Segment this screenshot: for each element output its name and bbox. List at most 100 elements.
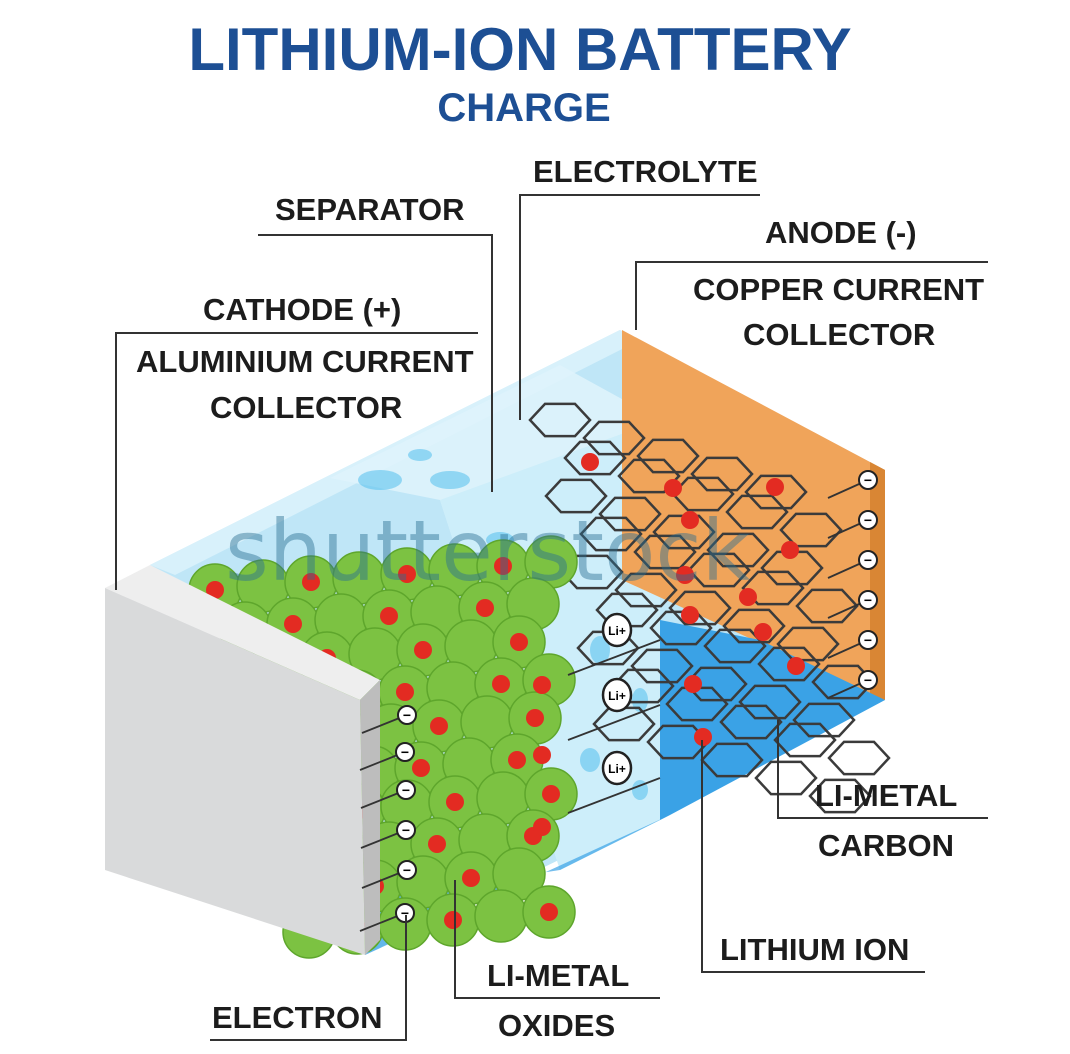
li-metal-carbon-leader [777,720,988,819]
diagram-subtitle: CHARGE [437,86,610,130]
svg-text:Li+: Li+ [608,689,626,703]
carbon-ring [668,590,732,626]
carbon-ring [722,608,786,644]
watermark: shutterstock [225,502,751,600]
lithium-atom [428,835,446,853]
electron: − [361,860,417,889]
electron: − [827,590,878,619]
lithium-atom [284,615,302,633]
svg-text:−: − [403,707,411,723]
carbon-ring [579,516,643,552]
svg-text:−: − [864,512,872,528]
carbon-ring [630,648,694,684]
carbon-ring [744,474,808,510]
carbon-ring [725,494,789,530]
lithium-ion-leader [701,740,925,973]
carbon-ring [544,478,608,514]
label-lithium-ion: LITHIUM ION [720,932,909,967]
carbon-ring [738,684,802,720]
carbon-ring [741,570,805,606]
carbon-ring [706,532,770,568]
svg-text:−: − [864,552,872,568]
label-aluminium-1: ALUMINIUM CURRENT [136,344,474,379]
electron: − [827,550,878,579]
lithium-atom [430,717,448,735]
carbon-ring [528,402,592,438]
carbon-ring [776,626,840,662]
svg-text:−: − [402,822,410,838]
carbon-ring [614,572,678,608]
pore [632,688,648,712]
lithium-atom [398,565,416,583]
label-anode: ANODE (-) [765,215,917,250]
diagram-title: LITHIUM-ION BATTERY [188,16,851,83]
svg-text:−: − [864,672,872,688]
electron: − [361,705,417,734]
electron: − [360,780,416,809]
anode-edge [870,462,885,700]
lithium-atom [446,793,464,811]
lithium-atom [540,903,558,921]
carbon-ring [646,724,710,760]
electrolyte-leader [519,194,760,420]
label-aluminium-2: COLLECTOR [210,390,402,425]
carbon-ring [773,722,837,758]
lithium-atom [508,751,526,769]
lithium-atom [781,541,799,559]
electron: − [359,742,415,771]
label-electron: ELECTRON [212,1000,383,1035]
carbon-ring [652,514,716,550]
pore [430,471,470,489]
lithium-atom [694,728,712,746]
svg-text:−: − [864,472,872,488]
lithium-atom [380,607,398,625]
svg-text:−: − [403,862,411,878]
aluminium-current-collector [105,588,365,955]
lithium-atom [581,453,599,471]
carbon-ring [808,778,872,814]
carbon-ring [811,664,875,700]
electron: − [827,670,878,699]
svg-text:Li+: Li+ [608,762,626,776]
lithium-ion-symbol: Li+ [567,750,661,814]
lithium-atom [766,478,784,496]
carbon-ring [595,592,659,628]
lithium-atom [492,675,510,693]
carbon-ring [795,588,859,624]
pore [358,470,402,490]
lithium-atom [681,606,699,624]
electron-leader [210,915,407,1041]
pore [590,636,610,664]
lithium-atom [542,785,560,803]
lithium-atom [510,633,528,651]
pore [408,449,432,461]
carbon-ring [563,440,627,476]
lithium-ion-symbol: Li+ [567,677,661,741]
lithium-atom [684,675,702,693]
electron: − [827,470,878,499]
carbon-ring [703,628,767,664]
svg-text:−: − [402,782,410,798]
electron: − [827,630,878,659]
lithium-atom [533,746,551,764]
lithium-atom [444,911,462,929]
carbon-ring [690,456,754,492]
carbon-ring [779,512,843,548]
separator-leader [258,234,493,492]
pore [580,748,600,772]
label-cathode: CATHODE (+) [203,292,401,327]
carbon-ring [582,420,646,456]
anode-leader [635,261,988,330]
lithium-ions: Li+ Li+ Li+ [567,612,661,814]
carbon-ring [665,686,729,722]
svg-text:−: − [401,905,409,921]
aluminium-collector-top [105,565,380,700]
lithium-atom [476,599,494,617]
lithium-atom [681,511,699,529]
lithium-atom [787,657,805,675]
cathode-leader [115,332,478,590]
lithium-ion-symbol: Li+ [567,612,661,676]
carbon-ring [757,646,821,682]
label-li-metal-oxides-2: OXIDES [498,1008,615,1043]
